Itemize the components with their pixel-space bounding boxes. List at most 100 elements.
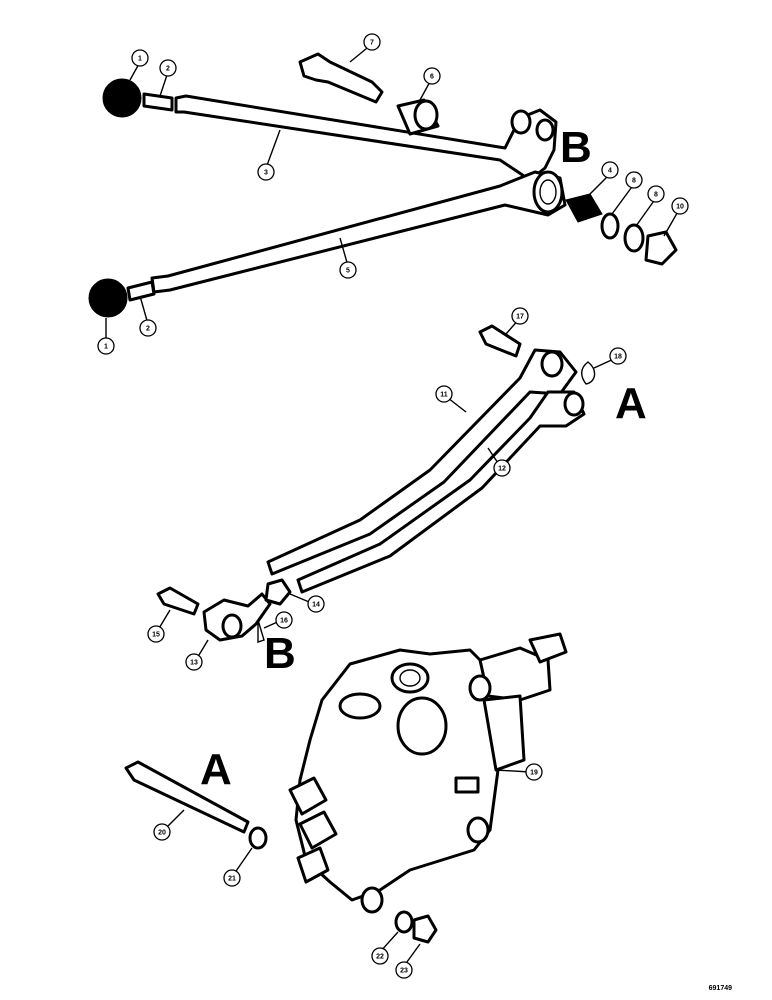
callout-number: 15: [152, 632, 160, 639]
assembly-letter-b-bottom: B: [264, 629, 296, 678]
callout-c22: 22: [371, 947, 389, 965]
callout-c3: 3: [257, 163, 275, 181]
callout-number: 18: [614, 354, 622, 361]
valve-boss: [396, 696, 448, 756]
callout-c8a: 8: [625, 171, 643, 189]
callout-number: 2: [146, 326, 150, 333]
assembly-letter-b-top: B: [560, 123, 592, 172]
callout-circle: [185, 653, 203, 671]
clevis-assembly: [156, 578, 315, 661]
callout-number: 10: [676, 204, 684, 211]
washer-22: [394, 910, 414, 934]
callout-circle: [153, 823, 171, 841]
callout-c16: 16: [275, 611, 293, 629]
callout-circle: [363, 33, 381, 51]
link-11-eye: [540, 350, 564, 378]
callout-circle: [339, 261, 357, 279]
lever-hub-bore: [539, 179, 557, 205]
bushing-4: [565, 193, 603, 223]
bushing-6-end: [413, 99, 439, 131]
valve-plug: [338, 692, 382, 720]
callout-number: 8: [632, 178, 636, 185]
valve-mount-hole-top: [468, 674, 492, 702]
valve-fitting: [528, 632, 568, 664]
callout-circle: [493, 459, 511, 477]
callout-c1b: 1: [97, 337, 115, 355]
lever-3-eye-inner: [535, 118, 555, 142]
valve-spool-end-3: [296, 846, 330, 884]
lever-5: [150, 170, 567, 294]
callout-c12: 12: [493, 459, 511, 477]
knob-1-upper: [102, 78, 142, 118]
callout-c20: 20: [153, 823, 171, 841]
callout-c4: 4: [601, 161, 619, 179]
cotter-18: [581, 361, 596, 385]
callout-number: 3: [264, 170, 268, 177]
figure-reference: 691749: [709, 985, 732, 992]
callout-c13: 13: [185, 653, 203, 671]
callout-circle: [371, 947, 389, 965]
bolt-20: [124, 760, 250, 834]
assembly-letter-a-left: A: [200, 745, 232, 794]
callout-c19: 19: [525, 763, 543, 781]
callout-c23: 23: [395, 961, 413, 979]
link-11: [266, 348, 578, 576]
cotter-16: [257, 619, 265, 643]
callout-number: 6: [430, 74, 434, 81]
nut-23: [412, 914, 438, 944]
callout-circle: [647, 185, 665, 203]
callout-number: 11: [440, 392, 448, 399]
callout-c2a: 2: [159, 59, 177, 77]
callout-c18: 18: [609, 347, 627, 365]
callout-number: 5: [346, 268, 350, 275]
callout-number: 8: [654, 192, 658, 199]
callout-number: 4: [608, 168, 612, 175]
callout-number: 12: [498, 466, 506, 473]
callout-number: 20: [158, 830, 166, 837]
callout-circle: [307, 595, 325, 613]
valve-spool-end-1: [288, 776, 328, 816]
callout-c14: 14: [307, 595, 325, 613]
callout-circle: [671, 197, 689, 215]
stud-2-lower: [126, 280, 156, 302]
control-valve-19: [124, 632, 568, 967]
pin-15: [156, 586, 200, 616]
knob-1-lower: [88, 278, 128, 318]
callout-number: 19: [530, 770, 538, 777]
link-12-eye: [563, 391, 585, 417]
pin-17: [478, 324, 522, 358]
callout-circle: [275, 611, 293, 629]
washer-8b: [623, 223, 645, 253]
callout-c5: 5: [339, 261, 357, 279]
stud-2-upper: [142, 92, 174, 112]
callout-c10: 10: [671, 197, 689, 215]
callout-c7: 7: [363, 33, 381, 51]
callout-circle: [97, 337, 115, 355]
callout-number: 7: [370, 40, 374, 47]
bolt-7: [298, 52, 384, 104]
callout-circle: [223, 869, 241, 887]
callout-circle: [601, 161, 619, 179]
callout-number: 14: [312, 602, 320, 609]
callout-c15: 15: [147, 625, 165, 643]
callout-circle: [159, 59, 177, 77]
callout-number: 16: [280, 618, 288, 625]
clevis-13-eye: [221, 613, 243, 639]
nut-14: [264, 578, 292, 606]
washer-21: [248, 826, 268, 850]
callout-number: 17: [516, 314, 524, 321]
washer-8a: [600, 212, 620, 240]
callout-circle: [511, 307, 529, 325]
valve-mount-hole-bottom: [466, 816, 490, 844]
callout-c2b: 2: [139, 319, 157, 337]
valve-spool-housing: [482, 694, 526, 772]
lever-3-eye: [510, 109, 532, 135]
link-assembly: [266, 317, 617, 594]
callout-c1a: 1: [131, 49, 149, 67]
callout-c6: 6: [423, 67, 441, 85]
callout-c11: 11: [435, 385, 453, 403]
nut-10: [644, 230, 678, 266]
valve-top-port-bore: [399, 669, 421, 687]
